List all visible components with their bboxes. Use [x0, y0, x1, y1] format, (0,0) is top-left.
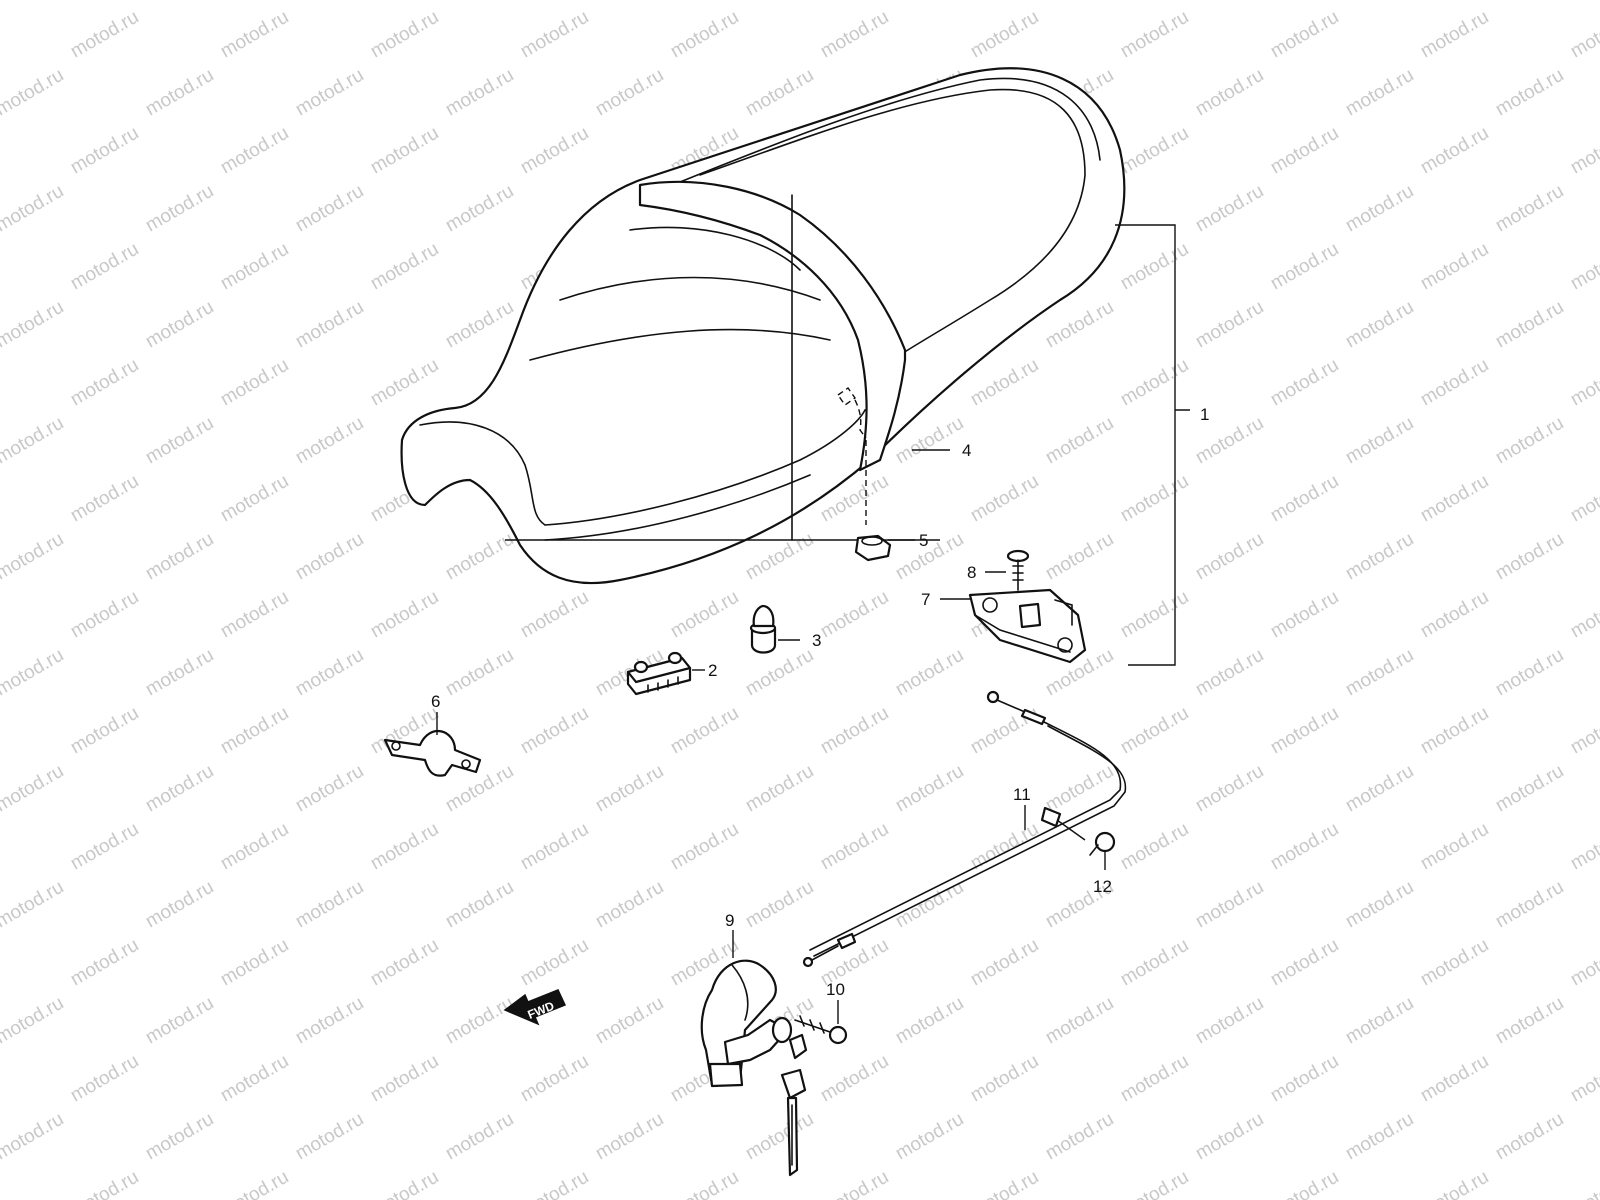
part-11-cable [802, 690, 1127, 968]
callout-labels: 1 2 3 4 5 6 7 8 9 10 11 12 [431, 405, 1209, 999]
seat-assembly [400, 67, 1126, 585]
fwd-arrow: FWD [503, 989, 567, 1026]
part-12-screw [1089, 831, 1116, 856]
callout-3: 3 [812, 631, 821, 650]
callout-1: 1 [1200, 405, 1209, 424]
part-3-stopper [749, 604, 777, 654]
part-2-cushion [626, 651, 692, 696]
leader-lines [436, 449, 1106, 1024]
callout-6: 6 [431, 692, 440, 711]
part-5-nut [854, 534, 892, 562]
callout-8: 8 [967, 563, 976, 582]
part-6-clamp [383, 729, 482, 777]
callout-bracket-1 [1115, 224, 1190, 666]
callout-10: 10 [826, 980, 845, 999]
part-8-screw [1006, 549, 1030, 591]
callout-5: 5 [919, 531, 928, 550]
part-9-seat-lock [700, 959, 808, 1177]
callout-9: 9 [725, 911, 734, 930]
callout-4: 4 [962, 441, 971, 460]
callout-12: 12 [1093, 877, 1112, 896]
callout-11: 11 [1013, 785, 1031, 804]
callout-2: 2 [708, 661, 717, 680]
part-10-bolt [794, 1015, 848, 1045]
part-7-bracket [968, 588, 1087, 664]
callout-7: 7 [921, 590, 930, 609]
